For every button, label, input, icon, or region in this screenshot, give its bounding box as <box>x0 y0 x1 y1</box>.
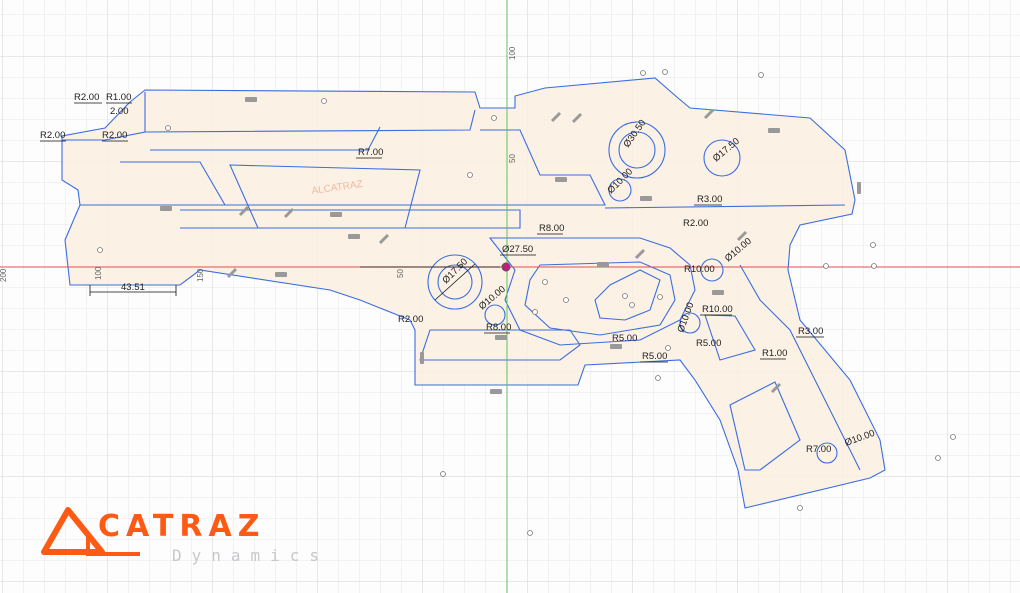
svg-text:150: 150 <box>196 268 205 282</box>
trigger <box>594 269 661 321</box>
dimension-label[interactable]: R5.00 <box>696 338 721 349</box>
grip-inner-line <box>739 264 861 471</box>
dimension-label[interactable]: R2.00 <box>683 218 708 229</box>
slide-line <box>62 92 476 141</box>
barrel-line <box>80 129 606 206</box>
logo-triangle-icon <box>41 507 140 556</box>
svg-text:50: 50 <box>508 154 517 163</box>
slide-ridge <box>150 126 381 151</box>
frame-outline[interactable] <box>61 77 886 509</box>
dimension-label[interactable]: R2.00 <box>40 130 65 141</box>
dimension-label[interactable]: R1.00 <box>762 348 787 359</box>
dimension-label[interactable]: Ø27.50 <box>502 244 533 255</box>
dimension-label[interactable]: R2.00 <box>398 314 423 325</box>
circle-d27 <box>427 254 483 310</box>
dimension-label[interactable]: 43.51 <box>121 282 145 293</box>
dimension-label[interactable]: R3.00 <box>697 194 722 205</box>
dimension-label[interactable]: R8.00 <box>486 322 511 333</box>
company-logo: CATRAZ Dynamics <box>40 504 340 574</box>
trigger-guard-mid <box>524 261 676 336</box>
logo-subtitle: Dynamics <box>172 546 330 565</box>
dimension-label[interactable]: R2.00 <box>74 92 99 103</box>
dimension-label[interactable]: R5.00 <box>642 351 667 362</box>
circle-d30 <box>608 121 666 179</box>
logo-name: CATRAZ <box>98 509 266 544</box>
dimension-label[interactable]: R7.00 <box>358 147 383 158</box>
dimension-labels[interactable]: R2.00 R1.00 2.00 R2.00 R2.00 R7.00 Ø30.5… <box>40 92 876 455</box>
svg-text:50: 50 <box>396 269 405 278</box>
dimension-label[interactable]: 2.00 <box>110 106 129 117</box>
dimension-label[interactable]: R10.00 <box>702 304 733 315</box>
hole-circles[interactable] <box>427 121 838 464</box>
dimension-label[interactable]: R5.00 <box>612 333 637 344</box>
svg-text:100: 100 <box>508 46 517 60</box>
constraint-glyphs <box>160 97 861 394</box>
origin-point[interactable] <box>501 262 511 272</box>
slide-profile[interactable] <box>61 77 886 509</box>
dimension-label[interactable]: R3.00 <box>798 326 823 337</box>
rail-line <box>180 204 846 229</box>
dimension-label[interactable]: R1.00 <box>106 92 131 103</box>
circle-d17 <box>703 139 741 177</box>
grip-cutout-top <box>704 314 756 361</box>
dimension-label[interactable]: R2.00 <box>102 130 127 141</box>
axis-labels: 100 50 100 150 50 200 <box>0 46 517 282</box>
sketch-points <box>97 69 956 536</box>
svg-text:200: 200 <box>0 268 8 282</box>
dimension-label[interactable]: R7.00 <box>806 444 831 455</box>
svg-text:100: 100 <box>94 266 103 280</box>
dimension-label[interactable]: R8.00 <box>539 223 564 234</box>
grip-cutout-bottom <box>729 381 801 471</box>
dimension-label[interactable]: R10.00 <box>684 264 715 275</box>
